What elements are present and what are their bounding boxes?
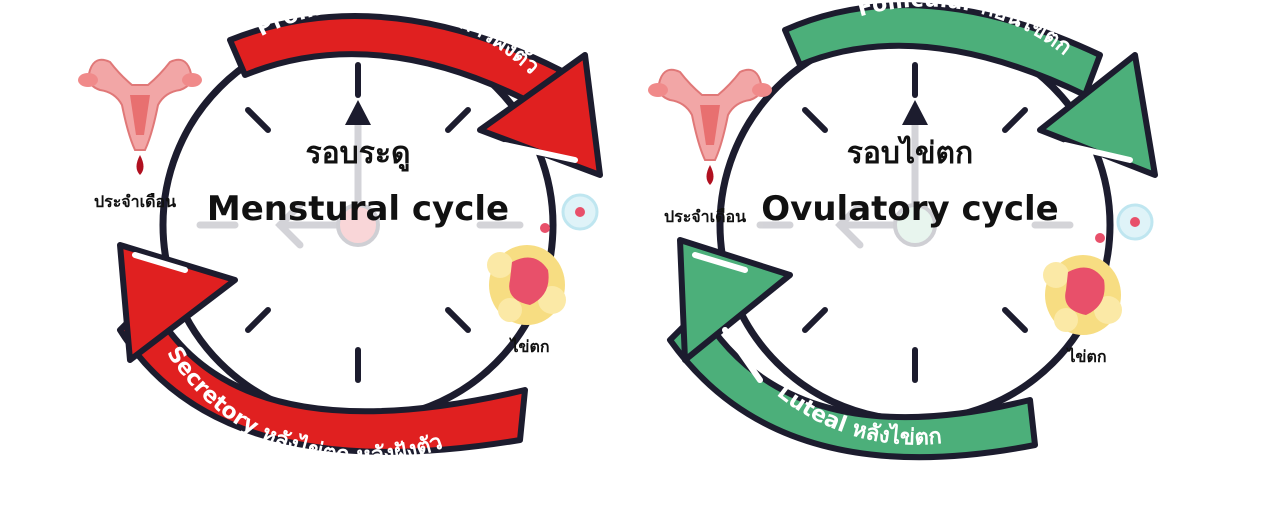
clock-hand-arrowhead	[902, 100, 928, 125]
menstruation-label: ประจำเดือน	[94, 192, 176, 211]
egg-release-dot	[540, 223, 550, 233]
follicle-icon	[1043, 255, 1122, 335]
uterus-icon	[648, 68, 772, 185]
follicle-icon	[487, 245, 566, 325]
uterus-icon	[78, 58, 202, 175]
clock-ticks	[802, 62, 1028, 383]
blood-drop-icon	[706, 165, 714, 185]
luteal-arc-band	[667, 307, 1038, 461]
menstruation-label: ประจำเดือน	[664, 207, 746, 226]
ovulatory-title-english: Ovulatory cycle	[761, 189, 1058, 229]
egg-cell-icon	[1116, 203, 1154, 241]
follicular-arc-band	[782, 2, 1103, 98]
menstrual-title-thai: รอบระดู	[306, 136, 411, 172]
luteal-arrowhead	[677, 237, 793, 363]
clock-hand-arrowhead	[345, 100, 371, 125]
secretory-arc-band	[117, 297, 528, 455]
clock-center	[336, 203, 380, 247]
ovulation-label: ไข่ตก	[1065, 347, 1106, 366]
menstrual-title-english: Menstural cycle	[207, 189, 509, 229]
secretory-arrowhead	[117, 242, 238, 363]
ovulatory-title-thai: รอบไข่ตก	[847, 135, 973, 171]
ovulatory-cycle-diagram: Follicular ก่อนไข่ตก Luteal หลังไข่ตก รอ…	[648, 0, 1158, 461]
egg-release-dot	[1095, 233, 1105, 243]
blood-drop-icon	[136, 155, 144, 175]
clock-hands	[756, 106, 1074, 249]
clock-ticks	[245, 62, 471, 383]
egg-cell-icon	[561, 193, 599, 231]
menstrual-cycle-diagram: Proliferative ก่อนการฝังตัว Secretory หล…	[78, 0, 603, 468]
clock-center	[893, 203, 937, 247]
ovulation-label: ไข่ตก	[508, 337, 549, 356]
